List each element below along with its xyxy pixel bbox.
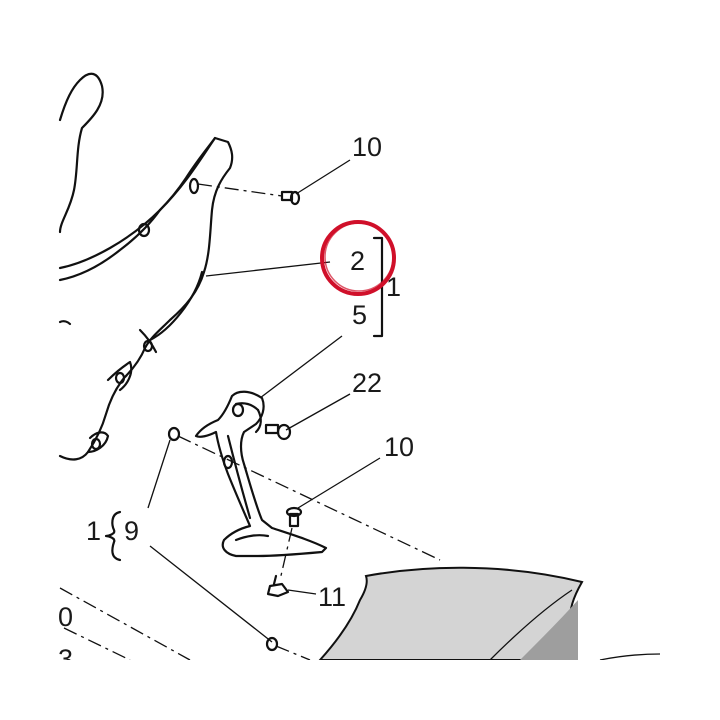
grommet-9-a — [167, 426, 181, 442]
nut-11 — [266, 574, 290, 598]
alignment-line — [63, 627, 131, 661]
callout-9: 9 — [124, 516, 139, 546]
screw-10-top — [197, 183, 301, 206]
screw-22 — [264, 423, 292, 441]
group-brace-left — [104, 510, 122, 562]
callout-10-top: 10 — [352, 132, 382, 162]
callout-1-left: 1 — [86, 516, 101, 546]
side-panel-part — [317, 566, 661, 661]
callout-0: 0 — [58, 602, 73, 632]
callout-11: 11 — [318, 582, 346, 612]
alignment-line — [59, 587, 191, 661]
callout-5: 5 — [352, 300, 367, 330]
fairing-bracket-part — [58, 72, 234, 461]
screw-10-mid — [279, 506, 303, 581]
callout-1-right: 1 — [386, 272, 401, 302]
alignment-line — [275, 645, 311, 661]
callout-22: 22 — [352, 368, 382, 398]
grommet-9-b — [265, 636, 279, 652]
leader-lines — [147, 159, 381, 643]
mount-bracket-part — [194, 390, 328, 558]
callout-10-mid: 10 — [384, 432, 414, 462]
alignment-line — [177, 435, 441, 561]
highlight-circle — [320, 220, 396, 296]
callout-2: 2 — [350, 246, 365, 276]
